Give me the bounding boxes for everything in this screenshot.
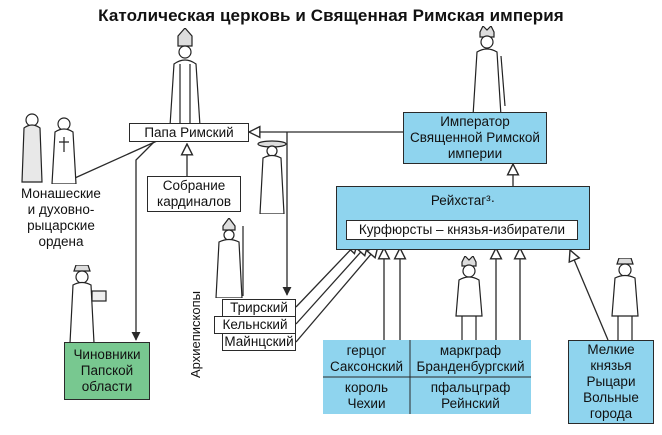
orders-label: Монашеские и духовно- рыцарские ордена [21,186,101,249]
pope-box: Папа Римский [129,123,249,142]
cardinal-figure-icon [257,140,287,214]
reichstag-box: Рейхстаг³· [336,186,590,250]
line-trier-electors [295,242,358,308]
knight-figure-icon [611,258,639,340]
prince-figure-icon [455,256,483,340]
archbishop-mainz-box: Майнцский [222,333,296,351]
archbishop-figure-icon [215,218,244,298]
emperor-box: Император Священной Римской империи [403,112,547,164]
electors-box: Курфюрсты – князья-избиратели [346,220,578,240]
minor-box: Мелкие князья Рыцари Вольные города [568,340,654,424]
rhein-box: пфальцграф Рейнский [410,377,531,414]
archbishops-label: Архиепископы [188,291,203,378]
line-mainz-electors [295,246,378,343]
line-pope-orders [65,140,158,183]
monks-figure-icon [21,113,77,184]
line-koeln-electors [295,244,368,325]
officials-box: Чиновники Папской области [64,342,150,400]
pope-figure-icon [169,28,201,126]
archbishop-trier-box: Трирский [222,299,296,317]
reichstag-label: Рейхстаг³· [430,193,496,208]
archbishop-koeln-box: Кельнский [214,316,296,334]
bohemia-box: король Чехии [323,377,410,414]
line-minor-reichstag [570,250,609,341]
brandenburg-box: маркграф Бранденбургский [410,340,531,377]
line-pope-officials [131,140,156,341]
official-figure-icon [69,265,107,343]
diagram-title: Католическая церковь и Священная Римская… [98,6,564,25]
emperor-figure-icon [472,26,506,116]
cardinals-box: Собрание кардиналов [147,176,241,212]
saxony-box: герцог Саксонский [323,340,410,377]
